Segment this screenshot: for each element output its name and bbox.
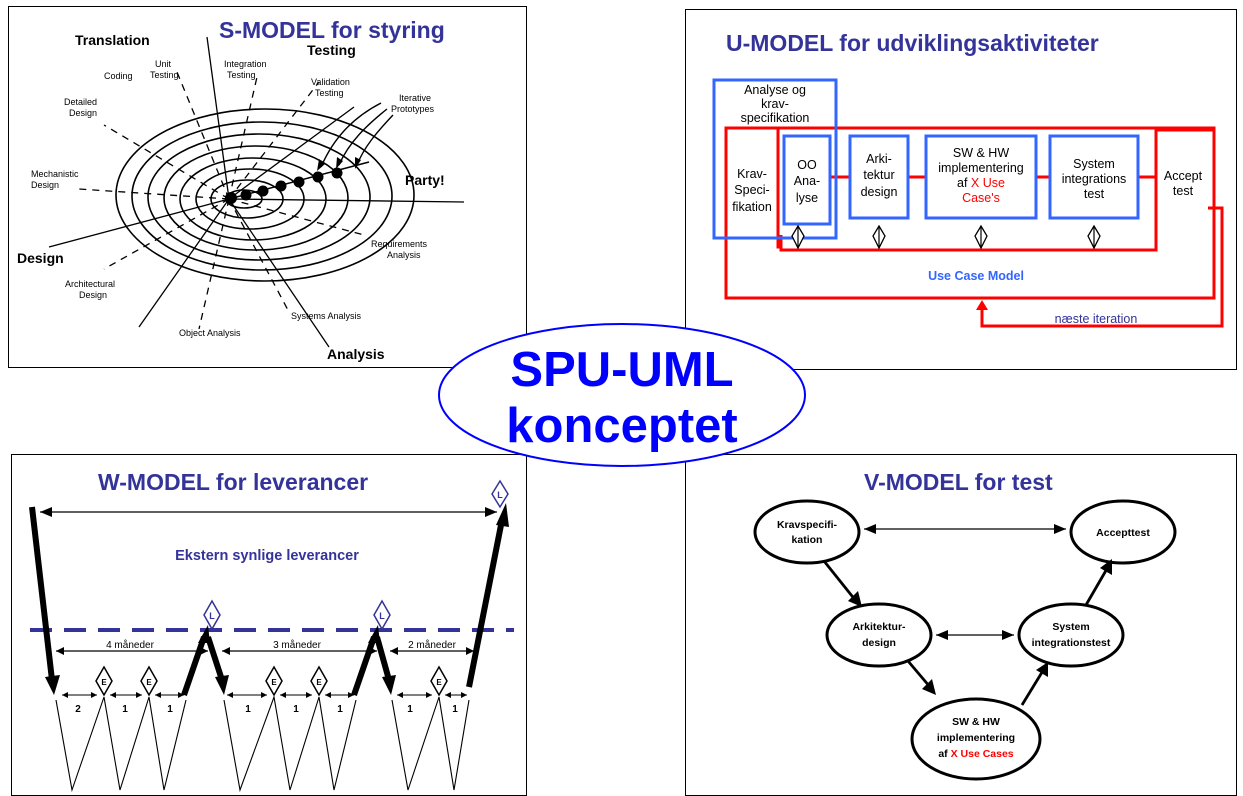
- w-period-2: 3 måneder: [273, 639, 321, 651]
- v-arki-1: Arkitektur-: [852, 621, 906, 633]
- label-coding: Coding: [104, 71, 133, 81]
- w-e-5: E: [436, 678, 442, 687]
- w-model-title: W-MODEL for leverancer: [98, 469, 369, 495]
- prototype-arrows: [320, 102, 394, 168]
- solid-axes: [48, 36, 465, 348]
- v-model-panel: V-MODEL for test: [685, 454, 1237, 796]
- label-mechanistic-1: Mechanistic: [31, 169, 79, 179]
- u-analyse-2: krav-: [761, 97, 789, 111]
- label-unit-1: Unit: [155, 59, 172, 69]
- u-use-case-model: Use Case Model: [928, 269, 1024, 283]
- v-system-1: System: [1052, 621, 1089, 633]
- prototype-dots: [225, 161, 370, 204]
- dashed-axes: [78, 71, 365, 330]
- w-e-1: E: [101, 678, 107, 687]
- label-validation-1: Validation: [311, 77, 350, 87]
- w-count-3: 1: [167, 704, 173, 715]
- label-analysis: Analysis: [327, 346, 385, 362]
- label-testing: Testing: [307, 42, 356, 58]
- w-period-3: 2 måneder: [408, 639, 456, 651]
- v-model-diagram: Kravspecifi- kation Accepttest Arkitektu…: [753, 499, 1177, 781]
- u-arki-2: tektur: [863, 168, 894, 182]
- u-krav-1: Krav-: [737, 167, 767, 181]
- v-sw-1: SW & HW: [952, 716, 1000, 728]
- u-sw-1: SW & HW: [953, 146, 1009, 160]
- u-system-3: test: [1084, 187, 1105, 201]
- w-model-diagram: Ekstern synlige leverancer L L L 4 måned…: [29, 479, 514, 793]
- label-validation-2: Testing: [315, 88, 344, 98]
- center-title-line2: konceptet: [506, 399, 737, 453]
- label-detailed-1: Detailed: [64, 97, 97, 107]
- center-title: SPU-UML konceptet: [437, 322, 807, 468]
- label-object-analysis: Object Analysis: [179, 328, 241, 338]
- s-model-diagram: Translation Testing Design Analysis Part…: [17, 32, 465, 362]
- label-architectural-1: Architectural: [65, 279, 115, 289]
- center-title-line1: SPU-UML: [510, 343, 733, 397]
- w-count-7: 1: [407, 704, 413, 715]
- w-e-2: E: [146, 678, 152, 687]
- v-sw-3: af X Use Cases: [938, 748, 1013, 760]
- u-sw-4: Case's: [962, 191, 1000, 205]
- v-system-2: integrationstest: [1032, 637, 1111, 649]
- label-integration-1: Integration: [224, 59, 267, 69]
- w-e-4: E: [316, 678, 322, 687]
- label-requirements-2: Analysis: [387, 250, 421, 260]
- s-model-panel: S-MODEL for styring: [8, 6, 527, 368]
- w-period-1: 4 måneder: [106, 639, 154, 651]
- label-unit-2: Testing: [150, 70, 179, 80]
- v-model-title: V-MODEL for test: [864, 469, 1053, 495]
- u-system-2: integrations: [1062, 172, 1127, 186]
- w-count-2: 1: [122, 704, 128, 715]
- w-model-panel: W-MODEL for leverancer Ekstern synlige l…: [11, 454, 527, 796]
- label-mechanistic-2: Design: [31, 180, 59, 190]
- u-model-diagram: Analyse og krav- specifikation Krav- Spe…: [712, 78, 1224, 328]
- label-architectural-2: Design: [79, 290, 107, 300]
- w-count-8: 1: [452, 704, 458, 715]
- label-iterative-1: Iterative: [399, 93, 431, 103]
- u-diamonds: [791, 224, 1101, 250]
- u-accept-2: test: [1173, 184, 1194, 198]
- label-party: Party!: [405, 172, 445, 188]
- w-external: Ekstern synlige leverancer: [175, 548, 359, 564]
- spiral-ellipses: [115, 108, 415, 282]
- s-model-title: S-MODEL for styring: [219, 17, 445, 43]
- u-krav-3: fikation: [732, 200, 772, 214]
- w-e-3: E: [271, 678, 277, 687]
- w-count-4: 1: [245, 704, 251, 715]
- u-arki-1: Arki-: [866, 152, 892, 166]
- u-analyse-1: Analyse og: [744, 83, 806, 97]
- u-oo-2: Ana-: [794, 174, 820, 188]
- w-milestone-2: L: [379, 611, 385, 621]
- u-oo-3: lyse: [796, 191, 818, 205]
- u-model-panel: U-MODEL for udviklingsaktiviteter: [685, 9, 1237, 370]
- u-krav-2: Speci-: [734, 183, 769, 197]
- label-iterative-2: Prototypes: [391, 104, 435, 114]
- label-systems-analysis: Systems Analysis: [291, 311, 362, 321]
- label-detailed-2: Design: [69, 108, 97, 118]
- label-translation: Translation: [75, 32, 150, 48]
- u-model-title: U-MODEL for udviklingsaktiviteter: [726, 30, 1099, 56]
- label-requirements-1: Requirements: [371, 239, 428, 249]
- u-arki-3: design: [861, 185, 898, 199]
- label-integration-2: Testing: [227, 70, 256, 80]
- u-analyse-3: specifikation: [741, 111, 810, 125]
- v-arki-2: design: [862, 637, 896, 649]
- w-milestone-top: L: [497, 490, 503, 500]
- v-accept: Accepttest: [1096, 527, 1150, 539]
- v-krav-1: Kravspecifi-: [777, 519, 838, 531]
- w-count-1: 2: [75, 704, 81, 715]
- u-oo-1: OO: [797, 158, 817, 172]
- w-milestone-1: L: [209, 611, 215, 621]
- v-sw-2: implementering: [937, 732, 1015, 744]
- w-count-5: 1: [293, 704, 299, 715]
- w-count-6: 1: [337, 704, 343, 715]
- u-accept-1: Accept: [1164, 169, 1203, 183]
- u-sw-3: af X Use: [957, 176, 1005, 190]
- u-sw-2: implementering: [938, 161, 1024, 175]
- label-design: Design: [17, 250, 64, 266]
- u-next-iteration: næste iteration: [1055, 312, 1138, 326]
- u-system-1: System: [1073, 157, 1115, 171]
- v-krav-2: kation: [792, 534, 823, 546]
